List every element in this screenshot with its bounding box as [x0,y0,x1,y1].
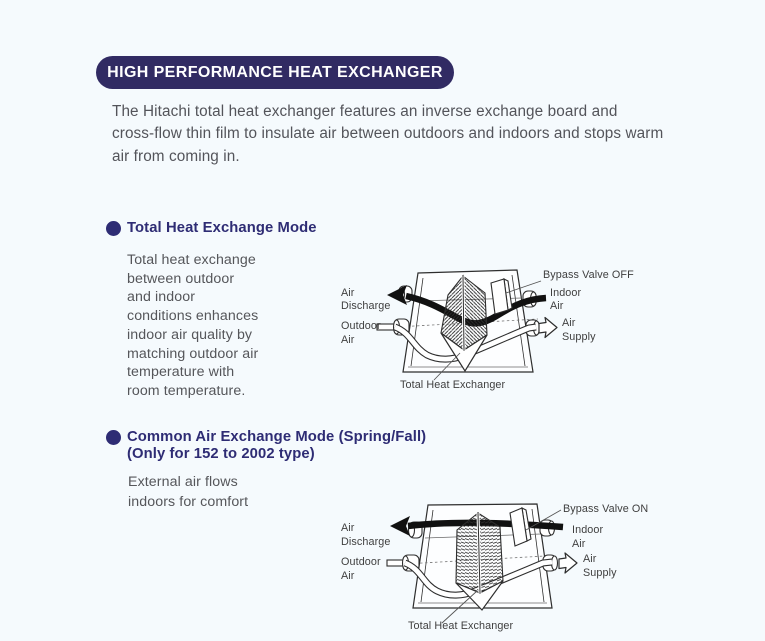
exchanger-leader-line [433,352,461,381]
label-outdoor-air: Air [341,334,355,346]
section-title-total-heat: Total Heat Exchange Mode [127,220,317,236]
label-bypass-valve: Bypass Valve ON [563,503,648,515]
bypass-valve-icon [509,507,532,547]
label-outdoor-air: Air [341,570,355,582]
label-air-discharge: Air [341,522,355,534]
label-air-discharge: Air [341,287,355,299]
intro-paragraph: The Hitachi total heat exchanger feature… [112,103,664,165]
total-heat-exchange-svg: Bypass Valve OFF Air Discharge Indoor Ai… [341,269,634,391]
total-heat-exchange-diagram: Bypass Valve OFF Air Discharge Indoor Ai… [333,255,655,395]
section-title-common-air: Common Air Exchange Mode (Spring/Fall) (… [127,429,427,462]
bypass-leader-line [525,509,562,531]
supply-arrow-icon [558,552,578,574]
label-outdoor-air: Outdoor [341,556,381,568]
section-body-total-heat: Total heat exchange between outdoor and … [127,252,259,399]
section-body-common-air: External air flows indoors for comfort [128,474,249,510]
label-indoor-air: Air [572,538,586,550]
label-air-discharge: Discharge [341,536,391,548]
label-indoor-air: Indoor [572,524,604,536]
common-air-exchange-svg: Bypass Valve ON Air Discharge Indoor Air… [341,503,648,632]
common-air-exchange-diagram: Bypass Valve ON Air Discharge Indoor Air… [333,490,668,640]
bypass-leader-line [505,280,542,294]
bullet-icon [106,430,121,445]
light-airflow-arrow [393,323,537,363]
exchanger-leader-line [441,590,478,624]
label-bypass-valve: Bypass Valve OFF [543,269,634,281]
discharge-arrowhead-icon [387,285,407,305]
heat-exchanger-core [455,511,504,611]
heat-exchanger-core [440,274,488,373]
bullet-icon [106,221,121,236]
supply-arrow-icon [538,316,558,339]
label-indoor-air: Air [550,300,564,312]
label-total-heat-exchanger: Total Heat Exchanger [408,620,514,632]
discharge-arrowhead-icon [390,516,410,536]
label-air-supply: Air [583,553,597,565]
label-total-heat-exchanger: Total Heat Exchanger [400,379,506,391]
label-air-supply: Air [562,317,576,329]
bypass-valve-icon [490,278,513,315]
light-airflow-arrow [403,558,553,599]
label-indoor-air: Indoor [550,287,582,299]
page-title: HIGH PERFORMANCE HEAT EXCHANGER [107,63,443,81]
label-outdoor-air: Outdoor [341,320,381,332]
section-header-badge: HIGH PERFORMANCE HEAT EXCHANGER [96,56,454,89]
label-air-supply: Supply [583,567,617,579]
label-air-supply: Supply [562,331,596,343]
label-air-discharge: Discharge [341,300,391,312]
